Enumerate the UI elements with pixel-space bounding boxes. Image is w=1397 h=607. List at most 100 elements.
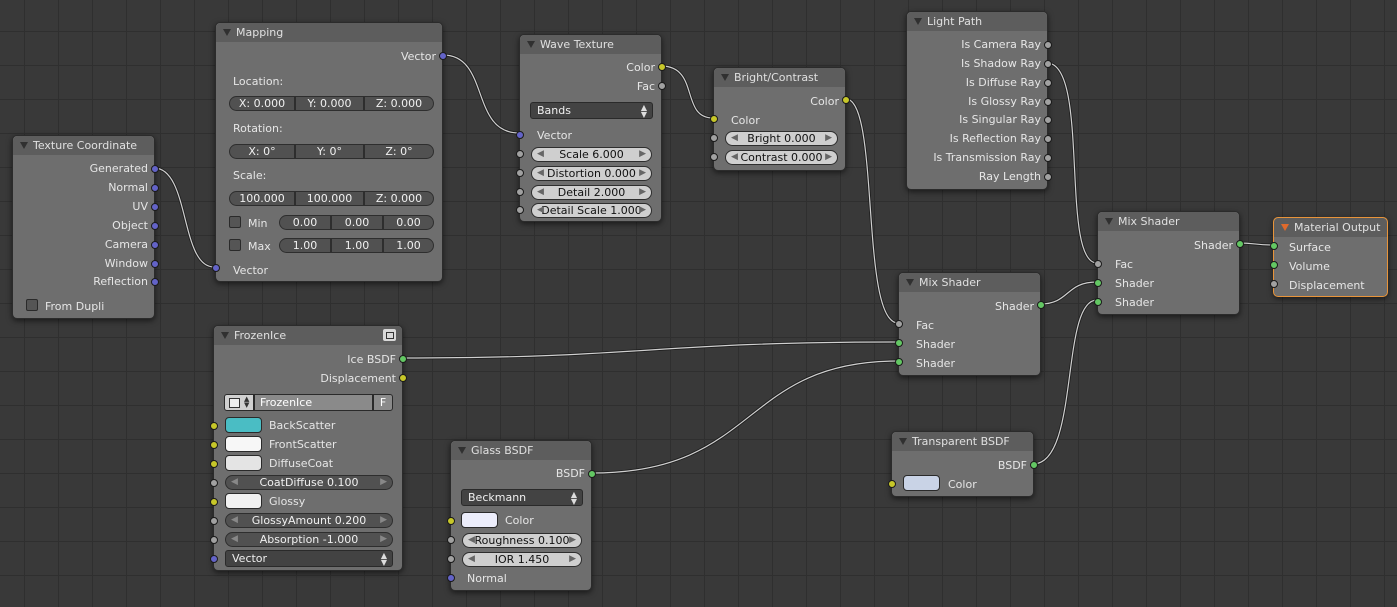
socket-is-camera-ray[interactable]	[1044, 41, 1052, 49]
mix-shader-node-1[interactable]: Mix Shader Shader Fac Shader Shader	[895, 272, 1045, 376]
location-y-field[interactable]: Y: 0.000	[295, 96, 364, 111]
scale-x-field[interactable]: 100.000	[229, 191, 295, 206]
increment-arrow-icon[interactable]: ▶	[639, 187, 646, 197]
node-header[interactable]: Mapping	[216, 23, 442, 42]
socket-fac[interactable]	[1094, 260, 1102, 268]
socket-ray-length[interactable]	[1044, 173, 1052, 181]
increment-arrow-icon[interactable]: ▶	[639, 205, 646, 215]
socket-ice-bsdf-out[interactable]	[399, 355, 407, 363]
socket-fac[interactable]	[895, 320, 903, 328]
rotation-y-field[interactable]: Y: 0°	[295, 144, 364, 159]
socket-ior[interactable]	[447, 555, 455, 563]
light-path-node[interactable]: Light Path Is Camera Ray Is Shadow Ray I…	[906, 11, 1052, 190]
collapse-triangle-icon[interactable]	[914, 18, 922, 25]
from-dupli-checkbox[interactable]	[26, 299, 38, 311]
distribution-dropdown[interactable]: Beckmann▲▼	[461, 489, 583, 506]
decrement-arrow-icon[interactable]: ◀	[468, 535, 475, 545]
socket-fac-out[interactable]	[658, 82, 666, 90]
socket-object[interactable]	[151, 222, 159, 230]
min-z-field[interactable]: 0.00	[383, 215, 434, 230]
collapse-triangle-icon[interactable]	[20, 142, 28, 149]
collapse-triangle-icon[interactable]	[527, 41, 535, 48]
socket-is-reflection-ray[interactable]	[1044, 135, 1052, 143]
bright-field[interactable]: ◀Bright 0.000▶	[725, 131, 838, 146]
socket-vector-out[interactable]	[439, 52, 447, 60]
socket-color-out[interactable]	[658, 63, 666, 71]
location-z-field[interactable]: Z: 0.000	[364, 96, 434, 111]
increment-arrow-icon[interactable]: ▶	[825, 133, 832, 143]
glass-bsdf-node[interactable]: Glass BSDF BSDF Beckmann▲▼ Color ◀Roughn…	[447, 440, 596, 591]
texture-coordinate-node[interactable]: Texture Coordinate Generated Normal UV O…	[12, 135, 159, 319]
socket-shader-out[interactable]	[1037, 301, 1045, 309]
decrement-arrow-icon[interactable]: ◀	[231, 534, 238, 544]
increment-arrow-icon[interactable]: ▶	[639, 168, 646, 178]
wave-type-dropdown[interactable]: Bands▲▼	[530, 102, 653, 119]
location-x-field[interactable]: X: 0.000	[229, 96, 295, 111]
socket-is-shadow-ray[interactable]	[1044, 60, 1052, 68]
decrement-arrow-icon[interactable]: ◀	[231, 515, 238, 525]
node-header[interactable]: Material Output	[1274, 218, 1387, 237]
socket-bsdf-out[interactable]	[588, 470, 596, 478]
max-z-field[interactable]: 1.00	[383, 238, 434, 253]
node-header[interactable]: Transparent BSDF	[892, 432, 1033, 451]
node-header[interactable]: Glass BSDF	[451, 441, 591, 460]
frontscatter-color-swatch[interactable]	[225, 436, 262, 452]
socket-backscatter[interactable]	[210, 422, 218, 430]
ior-field[interactable]: ◀IOR 1.450▶	[462, 552, 582, 567]
socket-uv[interactable]	[151, 203, 159, 211]
max-x-field[interactable]: 1.00	[279, 238, 331, 253]
distortion-field[interactable]: ◀Distortion 0.000▶	[531, 166, 652, 181]
detail-scale-field[interactable]: ◀Detail Scale 1.000▶	[531, 203, 652, 218]
socket-shader-2[interactable]	[895, 358, 903, 366]
glossy-color-swatch[interactable]	[225, 493, 262, 509]
socket-absorption[interactable]	[210, 536, 218, 544]
collapse-triangle-icon[interactable]	[221, 332, 229, 339]
scale-z-field[interactable]: Z: 0.000	[364, 191, 434, 206]
glass-color-swatch[interactable]	[461, 512, 498, 528]
socket-volume[interactable]	[1270, 261, 1278, 269]
collapse-triangle-icon[interactable]	[899, 438, 907, 445]
socket-is-singular-ray[interactable]	[1044, 116, 1052, 124]
node-header[interactable]: Wave Texture	[520, 35, 661, 54]
increment-arrow-icon[interactable]: ▶	[639, 149, 646, 159]
socket-reflection[interactable]	[151, 278, 159, 286]
decrement-arrow-icon[interactable]: ◀	[537, 187, 544, 197]
scale-field[interactable]: ◀Scale 6.000▶	[531, 147, 652, 162]
material-output-node[interactable]: Material Output Surface Volume Displacem…	[1270, 217, 1388, 297]
socket-shader-1[interactable]	[1094, 279, 1102, 287]
socket-surface[interactable]	[1270, 242, 1278, 250]
socket-glossy[interactable]	[210, 498, 218, 506]
increment-arrow-icon[interactable]: ▶	[825, 152, 832, 162]
collapse-triangle-icon[interactable]	[721, 74, 729, 81]
backscatter-color-swatch[interactable]	[225, 417, 262, 433]
socket-color-out[interactable]	[842, 96, 850, 104]
node-header[interactable]: Texture Coordinate	[13, 136, 154, 155]
socket-color[interactable]	[888, 480, 896, 488]
increment-arrow-icon[interactable]: ▶	[569, 535, 576, 545]
decrement-arrow-icon[interactable]: ◀	[537, 149, 544, 159]
socket-shader-1[interactable]	[895, 339, 903, 347]
wave-texture-node[interactable]: Wave Texture Color Fac Bands▲▼ Vector ◀S…	[516, 34, 666, 222]
max-y-field[interactable]: 1.00	[331, 238, 383, 253]
min-x-field[interactable]: 0.00	[279, 215, 331, 230]
increment-arrow-icon[interactable]: ▶	[380, 477, 387, 487]
rotation-x-field[interactable]: X: 0°	[229, 144, 295, 159]
mapping-node[interactable]: Mapping Vector Location: X: 0.000 Y: 0.0…	[212, 22, 447, 282]
group-name-field[interactable]: FrozenIce	[254, 394, 373, 411]
node-tree-browse-button[interactable]: ▲▼	[224, 394, 254, 411]
socket-roughness[interactable]	[447, 536, 455, 544]
node-header[interactable]: Bright/Contrast	[714, 68, 845, 87]
socket-glossy-amount[interactable]	[210, 517, 218, 525]
min-y-field[interactable]: 0.00	[331, 215, 383, 230]
socket-vector[interactable]	[210, 555, 218, 563]
transparent-bsdf-node[interactable]: Transparent BSDF BSDF Color	[888, 431, 1038, 497]
socket-scale[interactable]	[516, 150, 524, 158]
socket-color[interactable]	[447, 517, 455, 525]
vector-dropdown[interactable]: Vector▲▼	[225, 550, 393, 567]
diffusecoat-color-swatch[interactable]	[225, 455, 262, 471]
node-header[interactable]: Light Path	[907, 12, 1047, 31]
collapse-triangle-icon[interactable]	[906, 279, 914, 286]
socket-is-glossy-ray[interactable]	[1044, 98, 1052, 106]
node-header[interactable]: Mix Shader	[1098, 212, 1239, 231]
socket-shader-2[interactable]	[1094, 298, 1102, 306]
